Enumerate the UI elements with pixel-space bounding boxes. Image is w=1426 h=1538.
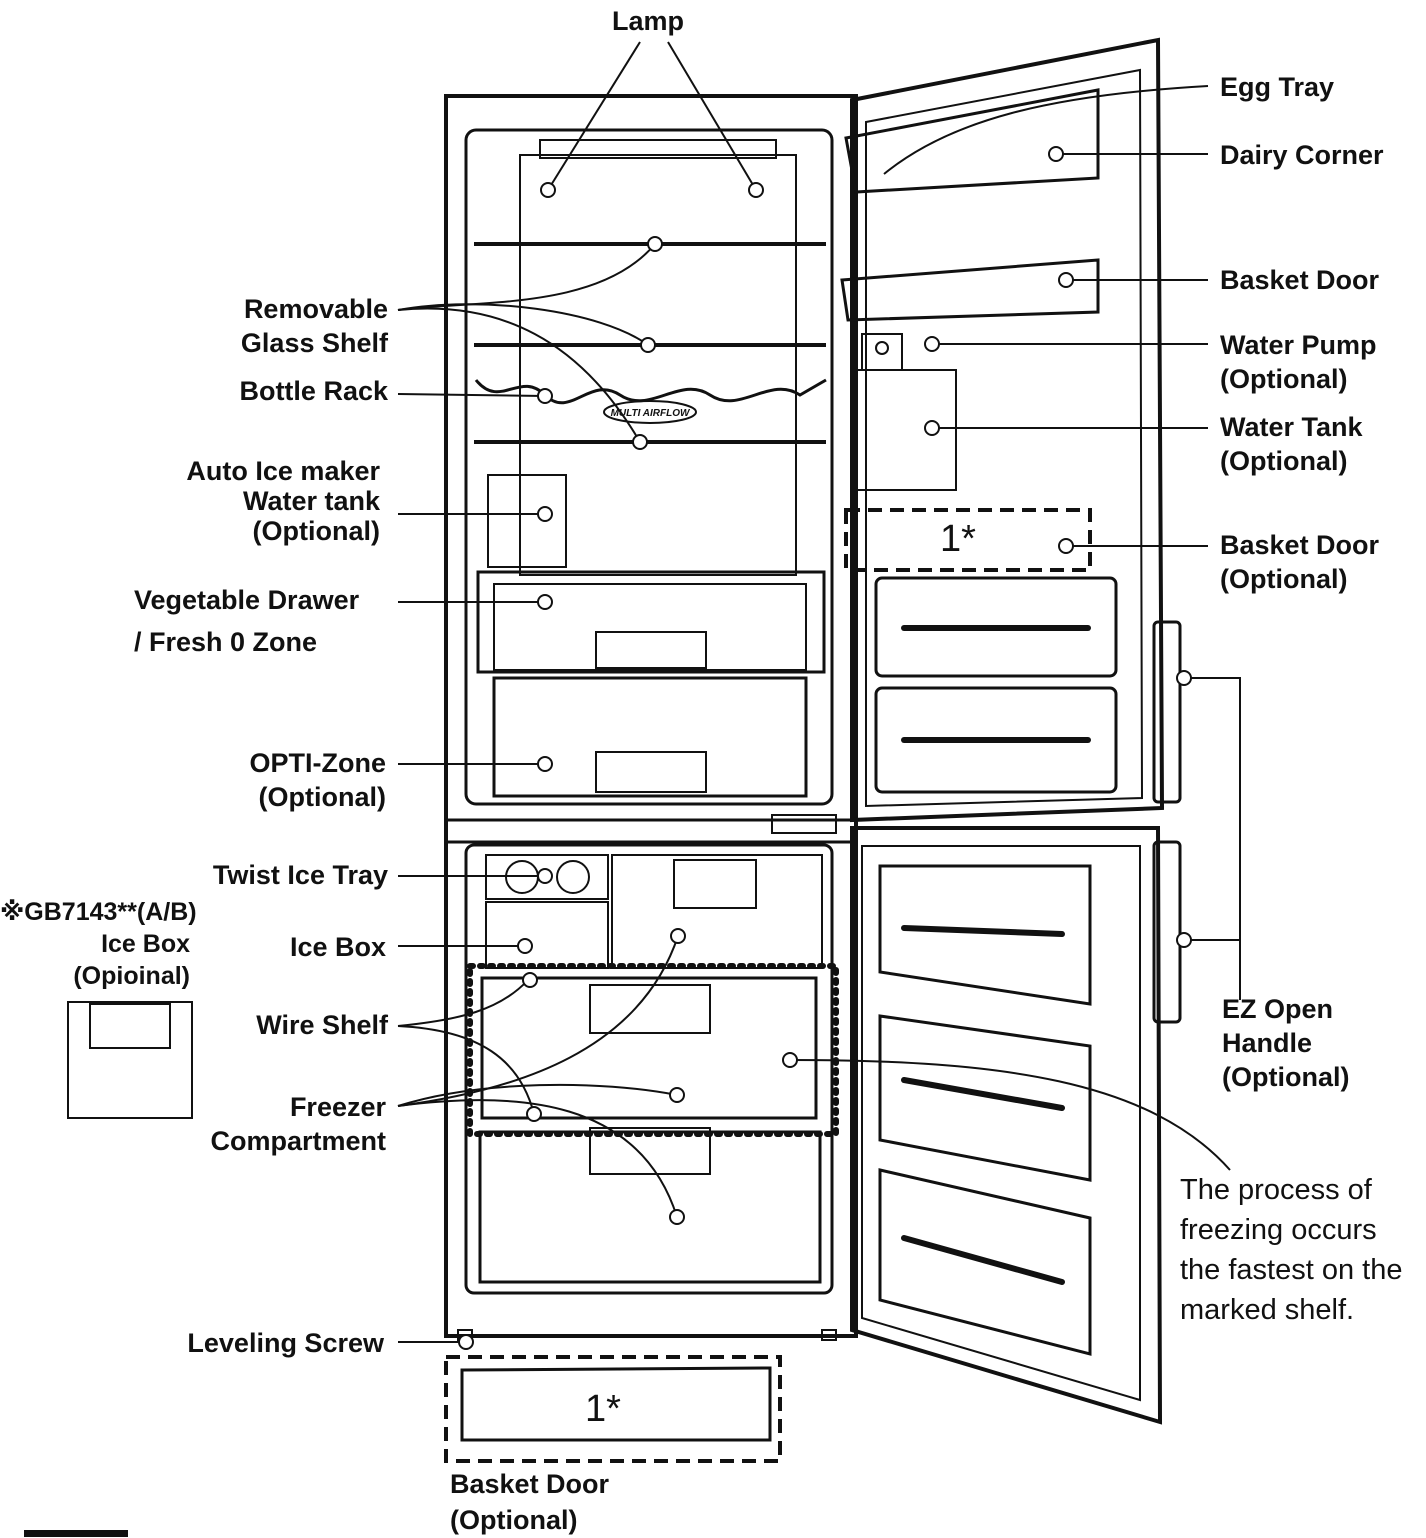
ez-line2: Handle [1222, 1028, 1313, 1058]
model-ice-box-label: ※GB7143**(A/B) Ice Box (Opioinal) [0, 896, 197, 992]
ez-handle-upper [1152, 620, 1182, 804]
basket-door-label: Basket Door [1220, 265, 1380, 295]
basket-door-opt-line2: (Optional) [1220, 564, 1348, 594]
water-pump-label: Water Pump (Optional) [1220, 328, 1377, 396]
vegetable-drawer-label: Vegetable Drawer [134, 585, 360, 615]
footer-bar [24, 1530, 128, 1537]
fridge-inner-liner [464, 128, 834, 806]
leveling-screw-label: Leveling Screw [187, 1328, 384, 1358]
freezer-compartment-label: Freezer Compartment [170, 1090, 386, 1158]
freezing-note: The process of freezing occurs the faste… [1180, 1170, 1402, 1330]
ice-box-label: Ice Box [289, 932, 386, 962]
lamp-housing [539, 139, 777, 159]
door-bin-2 [874, 686, 1118, 794]
ez-line1: EZ Open [1222, 994, 1334, 1024]
optional-mark-bottom: 1* [585, 1388, 621, 1430]
bottle-rack [474, 378, 827, 405]
water-tank-line1: Water Tank [1220, 412, 1363, 442]
egg-tray-label: Egg Tray [1220, 72, 1335, 102]
water-tank-line2: (Optional) [1220, 446, 1348, 476]
lamp-label: Lamp [612, 6, 685, 36]
twist-ice-tray-label: Twist Ice Tray [212, 860, 388, 890]
ice-box-inset [67, 1001, 193, 1119]
water-tank-label: Water Tank (Optional) [1220, 410, 1363, 478]
freezer-line1: Freezer [289, 1092, 386, 1122]
removable-glass-shelf-label: Removable Glass Shelf [210, 292, 388, 360]
auto-ice-line3: (Optional) [252, 516, 380, 546]
freezer-inner-liner [464, 843, 834, 1295]
upper-door [850, 37, 1165, 823]
basket-door-opt-line1: Basket Door [1220, 530, 1380, 560]
basket-door-bottom [460, 1366, 772, 1442]
door-bin-1 [874, 576, 1118, 678]
basket-bottom-line2: (Optional) [450, 1505, 578, 1535]
ice-box-inner [485, 901, 609, 969]
basket-door-upper [840, 258, 1100, 322]
auto-ice-line2: Water tank [242, 486, 380, 516]
dairy-corner [844, 88, 1100, 194]
water-tank [851, 369, 957, 491]
dairy-corner-label: Dairy Corner [1220, 140, 1384, 170]
basket-bottom-line1: Basket Door [450, 1469, 610, 1499]
freezer-drawer-2 [478, 1130, 822, 1284]
fresh-zone-label: / Fresh 0 Zone [134, 627, 318, 657]
opti-zone-line2: (Optional) [258, 782, 386, 812]
model-line1: ※GB7143**(A/B) [0, 898, 197, 926]
auto-ice-line1: Auto Ice maker [186, 456, 380, 486]
fridge-cabinet [444, 94, 858, 1338]
bottle-rack-label: Bottle Rack [239, 376, 388, 406]
freezer-door-bin-2 [878, 1014, 1092, 1182]
removable-glass-shelf-line2: Glass Shelf [240, 328, 388, 358]
opti-zone-label: OPTI-Zone (Optional) [200, 746, 387, 814]
model-line3: (Opioinal) [73, 962, 190, 990]
opti-zone-drawer [492, 676, 808, 798]
note-line4: marked shelf. [1180, 1294, 1355, 1326]
note-line2: freezing occurs [1180, 1214, 1377, 1246]
freezer-line2: Compartment [210, 1126, 386, 1156]
optional-mark-door: 1* [940, 518, 976, 560]
model-line2: Ice Box [101, 930, 190, 958]
note-line1: The process of [1180, 1174, 1372, 1206]
multi-airflow-badge: MULTI AIRFLOW [611, 408, 691, 419]
freezer-door-bin-1 [878, 864, 1092, 1006]
lower-door [850, 826, 1163, 1425]
water-pump-line1: Water Pump [1220, 330, 1377, 360]
note-line3: the fastest on the [1180, 1254, 1403, 1286]
ez-handle-lower [1152, 840, 1182, 1024]
ez-line3: (Optional) [1222, 1062, 1350, 1092]
basket-door-optional [844, 508, 1092, 572]
vegetable-drawer [476, 570, 826, 674]
wire-shelf-label: Wire Shelf [256, 1010, 388, 1040]
freezer-door-bin-3 [878, 1168, 1092, 1356]
removable-glass-shelf-line1: Removable [243, 294, 388, 324]
marked-shelf-top [467, 963, 839, 1137]
freezer-drawer-1 [480, 976, 818, 1120]
control-buttons [771, 814, 837, 834]
basket-door-bottom-frame [444, 1355, 782, 1463]
water-pump-line2: (Optional) [1220, 364, 1348, 394]
auto-ice-tank [487, 474, 567, 568]
basket-door-bottom-label: Basket Door (Optional) [450, 1466, 609, 1538]
opti-zone-line1: OPTI-Zone [249, 748, 387, 778]
ez-open-handle-label: EZ Open Handle (Optional) [1222, 992, 1349, 1094]
basket-door-optional-label: Basket Door (Optional) [1220, 528, 1379, 596]
auto-ice-maker-label: Auto Ice maker Water tank (Optional) [140, 456, 380, 546]
